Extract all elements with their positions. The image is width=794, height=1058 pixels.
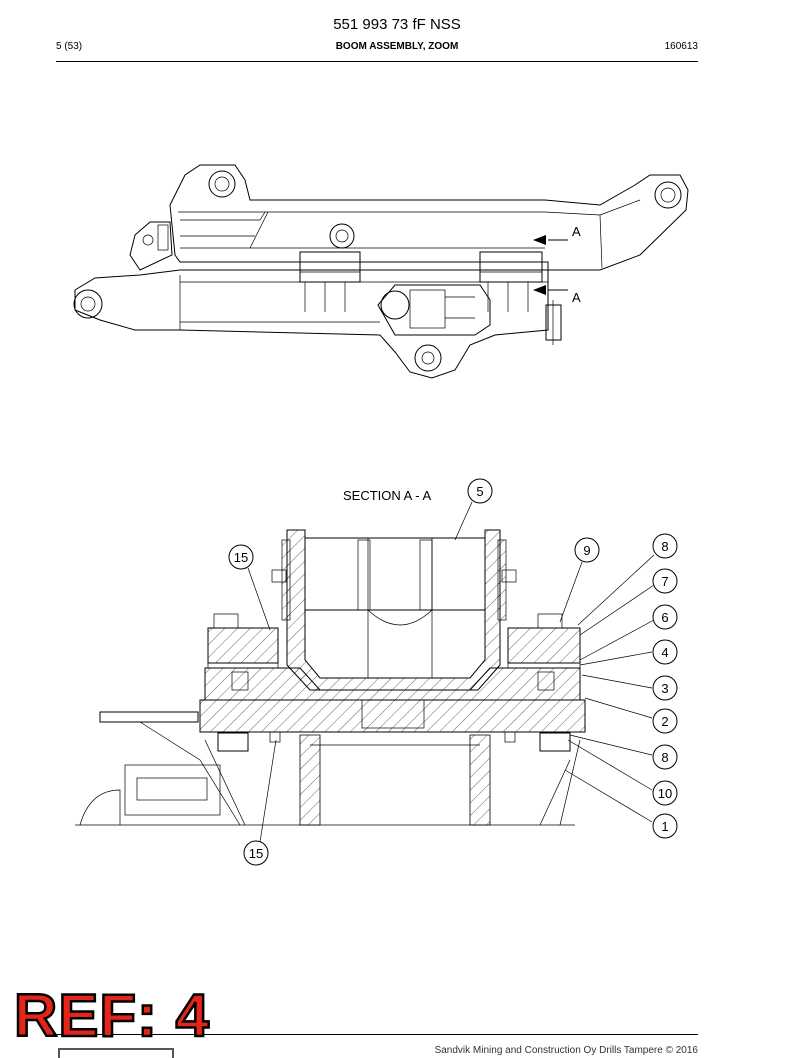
section-marker-upper: A xyxy=(572,224,581,239)
boom-assembly-view: A A xyxy=(73,164,689,379)
page-number: 5 (53) xyxy=(56,41,83,52)
document-date: 160613 xyxy=(664,41,698,52)
callout-15-lower: 15 xyxy=(243,840,269,866)
document-number: 551 993 73 fF NSS xyxy=(333,16,461,33)
callout-8-upper: 8 xyxy=(652,533,678,559)
section-view: SECTION A - A xyxy=(75,478,678,866)
callout-5: 5 xyxy=(467,478,493,504)
callout-2: 2 xyxy=(652,708,678,734)
svg-text:5: 5 xyxy=(476,484,483,499)
document-title: BOOM ASSEMBLY, ZOOM xyxy=(335,41,459,52)
svg-text:8: 8 xyxy=(661,750,668,765)
callout-8-lower: 8 xyxy=(652,744,678,770)
callout-15-upper: 15 xyxy=(228,544,254,570)
callout-4: 4 xyxy=(652,639,678,665)
callout-1: 1 xyxy=(652,813,678,839)
svg-text:15: 15 xyxy=(234,550,248,565)
svg-text:10: 10 xyxy=(658,786,672,801)
section-marker-lower: A xyxy=(572,290,581,305)
svg-text:4: 4 xyxy=(661,645,668,660)
ref-stamp-bar xyxy=(58,1048,174,1058)
footer-copyright: Sandvik Mining and Construction Oy Drill… xyxy=(434,1045,698,1056)
svg-text:6: 6 xyxy=(661,610,668,625)
callout-9: 9 xyxy=(574,537,600,563)
callout-10: 10 xyxy=(652,780,678,806)
svg-text:8: 8 xyxy=(661,539,668,554)
svg-text:2: 2 xyxy=(661,714,668,729)
callout-7: 7 xyxy=(652,568,678,594)
callout-6: 6 xyxy=(652,604,678,630)
svg-text:15: 15 xyxy=(249,846,263,861)
svg-text:3: 3 xyxy=(661,681,668,696)
svg-text:1: 1 xyxy=(661,819,668,834)
section-title: SECTION A - A xyxy=(343,488,431,503)
header-rule xyxy=(56,61,698,62)
ref-stamp: REF: 4 xyxy=(13,982,211,1049)
footer-rule xyxy=(56,1034,698,1035)
svg-text:7: 7 xyxy=(661,574,668,589)
callout-3: 3 xyxy=(652,675,678,701)
svg-text:9: 9 xyxy=(583,543,590,558)
